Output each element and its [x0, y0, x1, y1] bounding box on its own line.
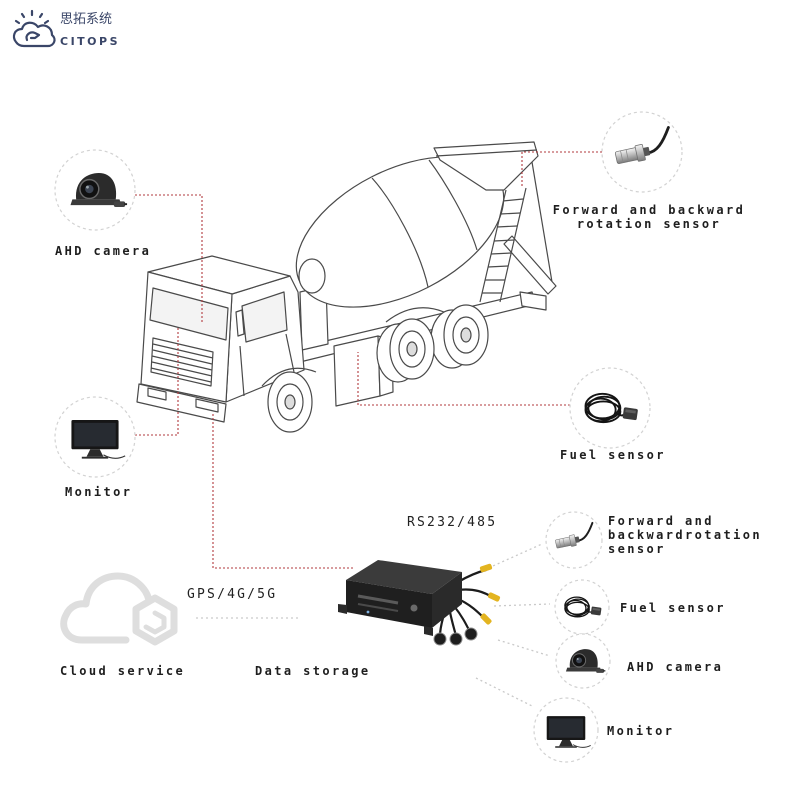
hopper-support-rear-post — [529, 149, 553, 283]
truck-cab — [136, 255, 305, 423]
rotation-sensor-label-line: rotation sensor — [576, 217, 722, 231]
rear-wheel-hub — [460, 327, 472, 343]
drum-ring — [371, 177, 429, 288]
citops-logo-icon — [12, 9, 56, 48]
headlight-left — [147, 387, 167, 401]
front-wheel-hub — [284, 394, 296, 410]
device-side — [432, 572, 462, 628]
logo-name-en: CITOPS — [60, 35, 121, 48]
ahd-camera-label: AHD camera — [55, 244, 152, 258]
headlight-right — [195, 398, 219, 413]
interface-label: RS232/485 — [407, 515, 498, 530]
logo-hex-mark — [25, 31, 41, 42]
rotation-sensor-label: Forward and backward rotation sensor — [544, 203, 754, 231]
device-front — [346, 580, 432, 628]
peripheral-monitor-label: Monitor — [607, 724, 675, 738]
fuel-sensor-label: Fuel sensor — [560, 448, 666, 462]
rear-wheel-hub — [406, 341, 418, 357]
device-card-slot — [357, 603, 399, 612]
peripheral-rotation-sensor-label-line: backwardrotation — [608, 528, 762, 542]
side-mirror — [235, 309, 245, 337]
link-rotation-sensor — [483, 543, 543, 571]
hopper-rim — [435, 149, 538, 157]
data-storage-label: Data storage — [255, 664, 371, 678]
mdvr-device-icon — [338, 560, 501, 646]
link-ahd-camera — [497, 639, 551, 657]
logo-sun-rays — [14, 9, 50, 25]
radiator-grille — [150, 337, 214, 387]
cloud-service-icon — [60, 572, 178, 646]
access-ladder — [479, 187, 527, 303]
cloud-hex-inner — [143, 610, 167, 635]
cloud-outline — [60, 572, 153, 644]
fuel-sensor-connector-line — [357, 352, 570, 406]
cab-door-line — [239, 333, 295, 397]
ladder-rungs — [482, 198, 524, 294]
discharge-chute — [503, 235, 557, 295]
monitor-label: Monitor — [65, 485, 133, 499]
aviation-connectors — [433, 627, 478, 646]
windshield — [149, 287, 229, 341]
rotation-sensor-connector-line — [521, 151, 602, 188]
fuel-sensor-ring — [569, 367, 651, 449]
front-wheel — [267, 371, 313, 433]
mixer-truck-illustration — [136, 141, 557, 433]
drum-ring — [428, 159, 478, 251]
peripheral-fuel-sensor-ring — [554, 579, 610, 635]
rca-connectors — [479, 563, 501, 625]
cloud-service-label: Cloud service — [60, 664, 186, 678]
peripheral-ahd-camera-label: AHD camera — [627, 660, 724, 674]
drum-front-cap — [298, 258, 326, 294]
ladder-rails — [479, 187, 527, 303]
peripheral-rotation-sensor-label: Forward and backwardrotation sensor — [608, 514, 762, 556]
link-monitor — [475, 677, 533, 707]
logo-cloud-outline — [12, 21, 56, 48]
rear-mudguard — [385, 307, 445, 323]
network-label: GPS/4G/5G — [187, 587, 278, 602]
rear-frame — [519, 291, 547, 311]
grille-slats — [150, 343, 214, 383]
device-top — [346, 560, 462, 594]
device-mount-ear — [338, 604, 347, 614]
device-lock — [410, 604, 418, 612]
peripheral-rotation-sensor-label-line: sensor — [608, 542, 666, 556]
link-fuel-sensor — [493, 603, 551, 607]
logo-name-cn: 思拓系统 — [60, 12, 113, 27]
device-card-slot — [357, 594, 399, 605]
cloud-hex-outer — [132, 594, 178, 646]
side-window — [241, 291, 288, 343]
device-led — [366, 610, 370, 614]
mdvr-connector-line — [212, 414, 354, 569]
front-mudguard — [261, 367, 317, 387]
rotation-sensor-label-line: Forward and backward — [552, 203, 746, 217]
vehicle-connector-lines — [135, 151, 602, 569]
rear-wheels — [376, 304, 489, 383]
peripheral-rotation-sensor-label-line: Forward and — [608, 514, 714, 528]
device-mount-ear — [424, 626, 433, 636]
peripheral-fuel-sensor-label: Fuel sensor — [620, 601, 726, 615]
device-link-lines — [196, 543, 551, 707]
